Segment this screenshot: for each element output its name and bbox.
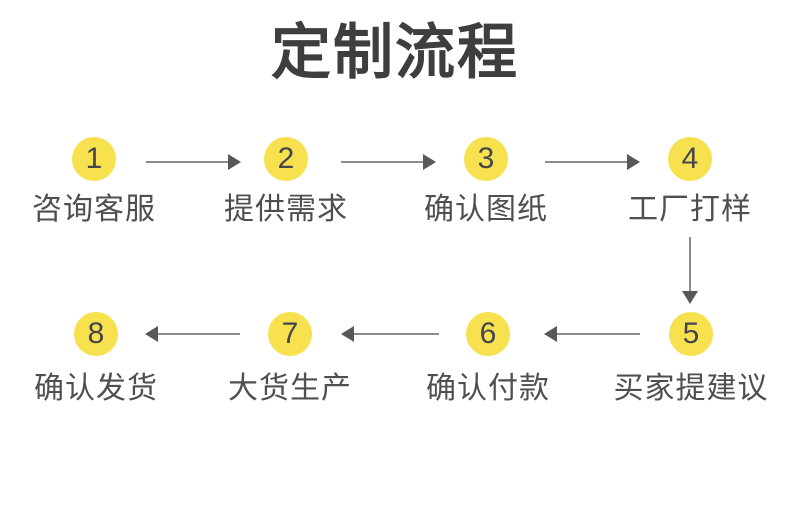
step-5-label: 买家提建议	[613, 372, 769, 405]
arrow-line	[158, 333, 240, 335]
arrow-head-right-icon	[627, 154, 640, 170]
arrow-6-7-left-icon	[341, 326, 439, 342]
arrow-line	[557, 333, 640, 335]
step-6: 6 确认付款	[378, 312, 598, 407]
step-3-number: 3	[477, 142, 495, 175]
step-1: 1 咨询客服	[0, 137, 204, 228]
page-title: 定制流程	[271, 19, 519, 86]
arrow-head-right-icon	[423, 154, 436, 170]
step-6-badge: 6	[466, 312, 510, 356]
step-1-badge: 1	[72, 137, 116, 181]
step-8-number: 8	[87, 317, 105, 350]
step-4-number: 4	[681, 142, 699, 175]
arrow-line	[354, 333, 439, 335]
step-6-number: 6	[479, 317, 497, 350]
arrow-5-6-left-icon	[544, 326, 640, 342]
step-4-badge: 4	[668, 137, 712, 181]
step-2-label: 提供需求	[224, 193, 348, 226]
step-7-badge: 7	[268, 312, 312, 356]
arrow-7-8-left-icon	[145, 326, 240, 342]
arrow-line	[689, 237, 691, 291]
step-3-label: 确认图纸	[424, 193, 548, 226]
arrow-line	[545, 161, 627, 163]
step-2-badge: 2	[264, 137, 308, 181]
step-3: 3 确认图纸	[376, 137, 596, 228]
arrow-1-2-right-icon	[146, 154, 241, 170]
step-7-number: 7	[281, 317, 299, 350]
step-8-label: 确认发货	[34, 372, 158, 405]
step-5-badge: 5	[669, 312, 713, 356]
step-1-label: 咨询客服	[32, 193, 156, 226]
arrow-head-left-icon	[145, 326, 158, 342]
step-4-label: 工厂打样	[628, 193, 752, 226]
step-7-label: 大货生产	[228, 372, 352, 405]
step-3-badge: 3	[464, 137, 508, 181]
arrow-3-4-right-icon	[545, 154, 640, 170]
step-6-label: 确认付款	[426, 372, 550, 405]
step-2-number: 2	[277, 142, 295, 175]
step-1-number: 1	[85, 142, 103, 175]
step-2: 2 提供需求	[176, 137, 396, 228]
arrow-2-3-right-icon	[341, 154, 436, 170]
step-5: 5 买家提建议	[581, 312, 790, 407]
arrow-head-left-icon	[341, 326, 354, 342]
arrow-4-5-down-icon	[682, 237, 698, 304]
arrow-head-right-icon	[228, 154, 241, 170]
step-7: 7 大货生产	[180, 312, 400, 407]
step-8: 8 确认发货	[0, 312, 206, 407]
step-5-number: 5	[682, 317, 700, 350]
step-8-badge: 8	[74, 312, 118, 356]
arrow-line	[146, 161, 228, 163]
arrow-head-left-icon	[544, 326, 557, 342]
step-4: 4 工厂打样	[580, 137, 790, 228]
arrow-line	[341, 161, 423, 163]
arrow-head-down-icon	[682, 291, 698, 304]
